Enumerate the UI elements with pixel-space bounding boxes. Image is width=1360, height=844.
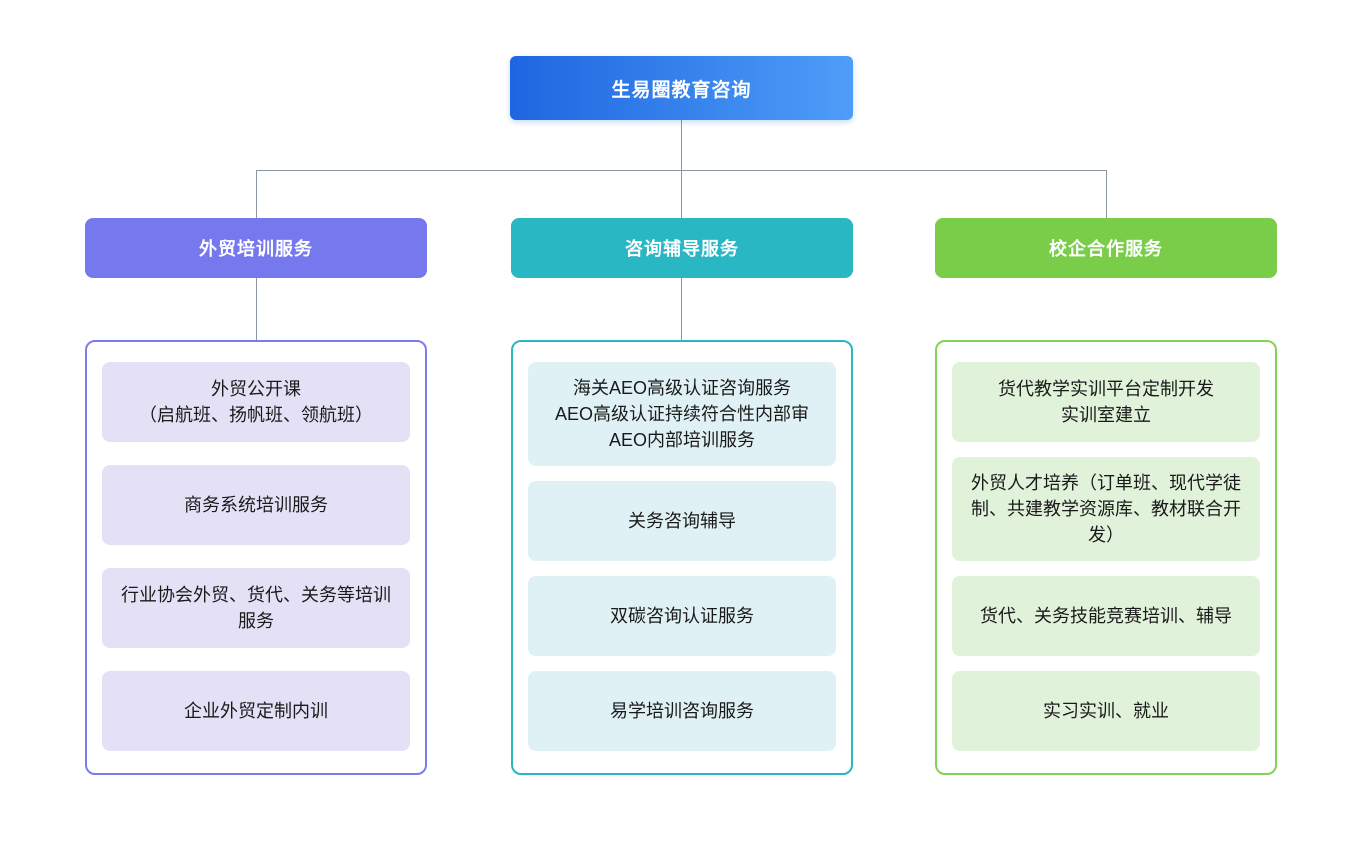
leaf-item-label: 易学培训咨询服务: [610, 701, 754, 721]
branch-header-label: 咨询辅导服务: [625, 239, 739, 259]
connector-branch-3-drop: [1106, 170, 1107, 218]
leaf-item[interactable]: 行业协会外贸、货代、关务等培训服务: [102, 568, 410, 648]
branch-header-school-enterprise-cooperation[interactable]: 校企合作服务: [935, 218, 1277, 278]
leaf-item-label: 货代教学实训平台定制开发 实训室建立: [998, 379, 1214, 425]
branch-header-foreign-trade-training[interactable]: 外贸培训服务: [85, 218, 427, 278]
leaf-item-label: 外贸人才培养（订单班、现代学徒制、共建教学资源库、教材联合开发）: [971, 473, 1241, 545]
connector-branch-2-drop: [681, 170, 682, 218]
leaf-item[interactable]: 易学培训咨询服务: [528, 671, 836, 751]
leaf-item-label: 外贸公开课 （启航班、扬帆班、领航班）: [139, 379, 373, 425]
leaf-item[interactable]: 实习实训、就业: [952, 671, 1260, 751]
leaf-item[interactable]: 货代教学实训平台定制开发 实训室建立: [952, 362, 1260, 442]
leaf-item[interactable]: 关务咨询辅导: [528, 481, 836, 561]
leaf-item[interactable]: 外贸人才培养（订单班、现代学徒制、共建教学资源库、教材联合开发）: [952, 457, 1260, 561]
branch-group-school-enterprise-cooperation: 货代教学实训平台定制开发 实训室建立 外贸人才培养（订单班、现代学徒制、共建教学…: [935, 340, 1277, 775]
branch-group-consulting-coaching: 海关AEO高级认证咨询服务 AEO高级认证持续符合性内部审 AEO内部培训服务 …: [511, 340, 853, 775]
branch-group-foreign-trade-training: 外贸公开课 （启航班、扬帆班、领航班） 商务系统培训服务 行业协会外贸、货代、关…: [85, 340, 427, 775]
leaf-item[interactable]: 海关AEO高级认证咨询服务 AEO高级认证持续符合性内部审 AEO内部培训服务: [528, 362, 836, 466]
leaf-item-label: 行业协会外贸、货代、关务等培训服务: [121, 585, 391, 631]
leaf-item[interactable]: 外贸公开课 （启航班、扬帆班、领航班）: [102, 362, 410, 442]
root-node[interactable]: 生易圈教育咨询: [510, 56, 853, 120]
leaf-item[interactable]: 双碳咨询认证服务: [528, 576, 836, 656]
leaf-item[interactable]: 企业外贸定制内训: [102, 671, 410, 751]
connector-branch-1-drop: [256, 170, 257, 218]
branch-header-consulting-coaching[interactable]: 咨询辅导服务: [511, 218, 853, 278]
leaf-item[interactable]: 货代、关务技能竞赛培训、辅导: [952, 576, 1260, 656]
leaf-item-label: 海关AEO高级认证咨询服务 AEO高级认证持续符合性内部审 AEO内部培训服务: [554, 378, 809, 450]
leaf-item-label: 货代、关务技能竞赛培训、辅导: [980, 606, 1232, 626]
leaf-item-label: 商务系统培训服务: [184, 495, 328, 515]
leaf-item-label: 双碳咨询认证服务: [610, 606, 754, 626]
connector-branch-2-to-group: [681, 278, 682, 340]
connector-branch-1-to-group: [256, 278, 257, 340]
connector-root-stem: [681, 120, 682, 170]
branch-header-label: 校企合作服务: [1049, 239, 1163, 259]
branch-header-label: 外贸培训服务: [199, 239, 313, 259]
leaf-item-label: 关务咨询辅导: [628, 511, 736, 531]
root-node-label: 生易圈教育咨询: [611, 79, 752, 101]
leaf-item-label: 实习实训、就业: [1043, 701, 1169, 721]
leaf-item-label: 企业外贸定制内训: [184, 701, 328, 721]
leaf-item[interactable]: 商务系统培训服务: [102, 465, 410, 545]
